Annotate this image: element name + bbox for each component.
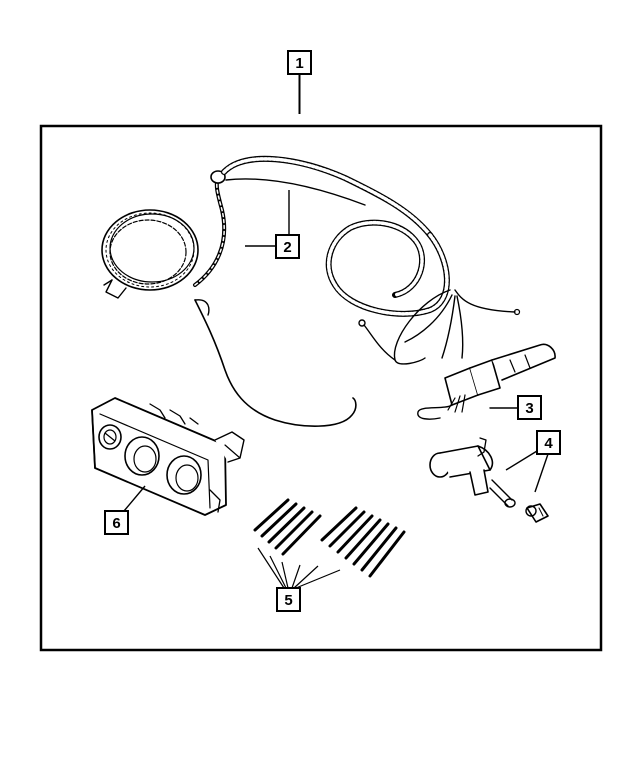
callout-2-label: 2	[283, 239, 291, 256]
callout-4-label: 4	[544, 435, 553, 452]
cable-ties	[253, 498, 406, 578]
wiring-harness	[101, 155, 521, 427]
callout-1: 1	[287, 50, 312, 114]
blower-switch-assembly	[429, 437, 549, 523]
callout-4: 4	[505, 430, 561, 493]
callout-6-label: 6	[112, 515, 120, 532]
callout-5: 5	[257, 547, 341, 612]
multifunction-switch	[417, 343, 556, 420]
heater-control-panel	[91, 397, 245, 516]
callout-2: 2	[245, 190, 300, 259]
callout-6: 6	[104, 485, 146, 535]
callout-3: 3	[517, 395, 542, 420]
callout-3-label: 3	[525, 400, 533, 417]
kit-frame	[39, 124, 603, 652]
callout-1-label: 1	[295, 55, 303, 72]
callout-5-label: 5	[284, 592, 292, 609]
